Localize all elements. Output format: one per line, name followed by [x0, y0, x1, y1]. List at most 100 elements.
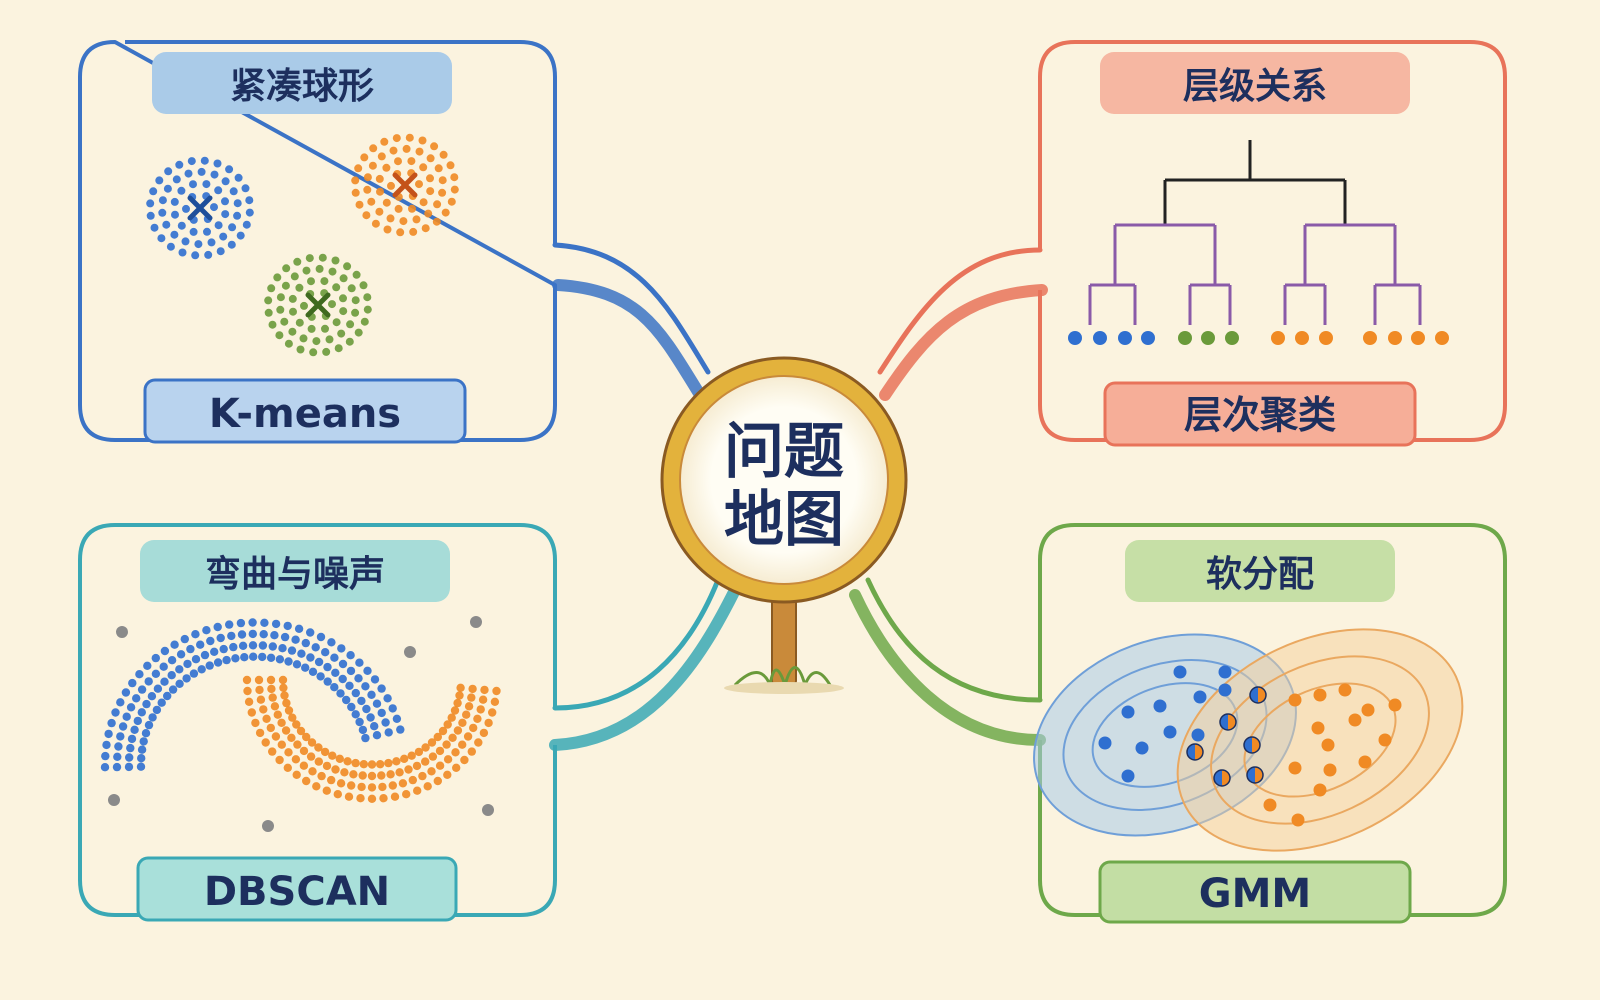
cluster-point: [155, 176, 164, 185]
moon-point: [414, 747, 424, 757]
moon-point: [259, 705, 268, 714]
moon-point: [372, 731, 382, 740]
moon-point: [396, 725, 405, 734]
moon-point: [435, 761, 445, 770]
cluster-point: [214, 186, 223, 195]
moon-point: [442, 740, 451, 749]
moon-point: [450, 706, 460, 715]
moon-point: [258, 641, 268, 650]
cluster-point: [219, 232, 228, 241]
cluster-point: [368, 161, 377, 170]
moon-point: [114, 742, 123, 751]
moon-point: [370, 722, 379, 731]
moon-point: [151, 653, 160, 663]
cluster-point: [245, 208, 254, 217]
gmm-orange-point: [1378, 733, 1392, 747]
cluster-point: [331, 256, 340, 265]
cluster-point: [363, 305, 372, 314]
cluster-point: [424, 209, 433, 218]
moon-point: [107, 718, 116, 728]
cluster-point: [289, 307, 297, 316]
moon-point: [479, 728, 489, 738]
moon-point: [262, 714, 271, 723]
moon-point: [349, 770, 358, 779]
moon-point: [467, 693, 476, 702]
cluster-point: [194, 240, 203, 249]
moon-point: [317, 771, 326, 781]
moon-point: [474, 738, 483, 747]
connector-dbscan: [552, 577, 721, 711]
cluster-point: [305, 254, 314, 263]
moon-point: [462, 710, 471, 719]
gmm-orange-point: [1358, 755, 1372, 769]
moon-point: [258, 652, 267, 662]
moon-point: [443, 770, 452, 779]
cluster-point: [355, 200, 364, 209]
cluster-point: [302, 266, 311, 275]
moon-point: [448, 733, 457, 742]
cluster-point: [170, 197, 179, 206]
gmm-blue-point: [1173, 665, 1187, 679]
cluster-point: [432, 217, 441, 226]
cluster-point: [328, 267, 337, 276]
cluster-point: [178, 248, 187, 257]
moon-point: [270, 631, 279, 640]
cluster-point: [221, 197, 229, 206]
moon-point: [126, 743, 135, 753]
cluster-point: [307, 324, 316, 333]
moon-point: [338, 674, 347, 684]
moon-point: [455, 691, 464, 700]
moon-point: [328, 751, 337, 760]
connector-dbscan-band: [549, 584, 741, 751]
moon-point: [468, 684, 477, 694]
moon-point: [335, 754, 344, 763]
cluster-point: [419, 163, 428, 172]
moon-point: [438, 726, 448, 736]
gmm-blue-point: [1163, 725, 1177, 739]
moon-point: [469, 723, 478, 733]
cluster-point: [343, 262, 352, 271]
moon-point: [453, 726, 463, 735]
moon-point: [331, 765, 340, 774]
cluster-point: [389, 146, 398, 155]
cluster-point: [312, 337, 321, 346]
cluster-point: [268, 320, 277, 329]
moon-point: [213, 622, 222, 632]
moon-point: [296, 726, 306, 736]
connector-hier: [877, 247, 1043, 375]
moon-point: [307, 738, 317, 747]
gmm-blue-point: [1121, 705, 1135, 719]
leaf-point: [1271, 331, 1285, 345]
moon-point: [121, 688, 131, 697]
cluster-point: [150, 223, 159, 232]
panel-dbscan-method-bg: [136, 856, 458, 922]
leaf-point: [1093, 331, 1107, 345]
moon-point: [260, 618, 269, 627]
cluster-point: [241, 184, 250, 193]
moon-point: [384, 758, 393, 768]
leaf-point: [1118, 331, 1132, 345]
cluster-point: [363, 173, 372, 182]
cluster-point: [339, 294, 347, 303]
moon-point: [157, 698, 166, 707]
gmm-orange-point: [1388, 698, 1402, 712]
moon-point: [346, 651, 355, 660]
moon-point: [267, 684, 276, 694]
cluster-point: [360, 153, 369, 162]
moon-point: [210, 647, 219, 656]
moon-point: [322, 761, 332, 771]
moon-point: [137, 745, 147, 754]
cluster-point: [419, 198, 428, 207]
gmm-mixed-point: [1243, 736, 1261, 754]
moon-point: [433, 732, 442, 742]
moon-point: [189, 669, 199, 678]
moon-point: [320, 747, 330, 757]
moon-point: [287, 733, 296, 742]
moon-point: [287, 646, 297, 655]
cluster-point: [383, 225, 392, 234]
gmm-mixed-point: [1219, 713, 1237, 731]
moon-point: [314, 657, 324, 667]
moon-point: [343, 757, 352, 766]
noise-point: [404, 646, 416, 658]
cluster-point: [354, 164, 363, 173]
